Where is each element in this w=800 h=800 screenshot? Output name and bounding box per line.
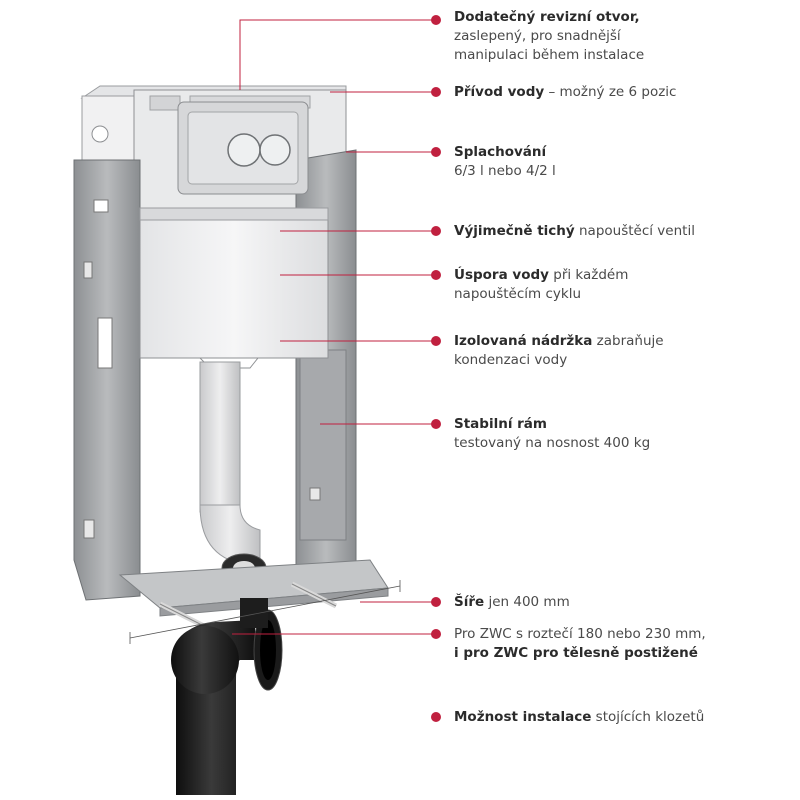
leader-lines (232, 19, 436, 635)
callout-title: Stabilní rám (454, 416, 547, 432)
callout-inspection-opening: Dodatečný revizní otvor, zaslepený, pro … (454, 8, 784, 65)
callout-standing-toilets: Možnost instalace stojících klozetů (454, 708, 784, 727)
dot-icon (431, 226, 441, 236)
dot-icon (431, 270, 441, 280)
callout-title: Úspora vody (454, 267, 549, 283)
callout-title: Přívod vody (454, 84, 545, 100)
dot-icon (431, 87, 441, 97)
callout-flushing: Splachování 6/3 l nebo 4/2 l (454, 143, 784, 181)
callout-zwc-spacing: Pro ZWC s roztečí 180 nebo 230 mm, i pro… (454, 625, 784, 663)
callout-title: Šíře (454, 594, 485, 610)
callout-text: napouštěcí ventil (574, 223, 695, 239)
callout-text: Pro ZWC s roztečí 180 nebo 230 mm, (454, 626, 706, 642)
flush-plate (177, 101, 309, 195)
dot-icon (431, 336, 441, 346)
callout-title: Výjimečně tichý (454, 223, 575, 239)
callout-title: Dodatečný revizní otvor, (454, 9, 640, 25)
callout-text: stojících klozetů (591, 709, 705, 725)
dual-flush-button-icon (227, 133, 291, 167)
flush-tank (139, 207, 329, 369)
callout-title: Izolovaná nádržka (454, 333, 593, 349)
callout-text: – možný ze 6 pozic (544, 84, 677, 100)
callout-title: Možnost instalace (454, 709, 592, 725)
callout-stable-frame: Stabilní rám testovaný na nosnost 400 kg (454, 415, 784, 453)
width-dimension-line (129, 580, 401, 644)
callout-line2: 6/3 l nebo 4/2 l (454, 163, 556, 179)
callout-title: Splachování (454, 144, 547, 160)
callout-line2: zaslepený, pro snadnější (454, 28, 621, 44)
callout-line2: napouštěcím cyklu (454, 286, 581, 302)
dot-icon (431, 15, 441, 25)
drain-bend-pipe (171, 598, 283, 795)
callout-line2: i pro ZWC pro tělesně postižené (454, 645, 698, 661)
dot-icon (431, 147, 441, 157)
callout-line2: kondenzaci vody (454, 352, 568, 368)
callout-width: Šíře jen 400 mm (454, 593, 784, 612)
dot-icon (431, 712, 441, 722)
callout-text: jen 400 mm (484, 594, 570, 610)
callout-text: při každém (548, 267, 629, 283)
callout-line3: manipulaci během instalace (454, 47, 645, 63)
leader-line-1 (239, 19, 436, 90)
callout-water-inlet: Přívod vody – možný ze 6 pozic (454, 83, 784, 102)
callout-text: zabraňuje (592, 333, 664, 349)
callout-line2: testovaný na nosnost 400 kg (454, 435, 651, 451)
dot-icon (431, 419, 441, 429)
callout-water-saving: Úspora vody při každém napouštěcím cyklu (454, 266, 784, 304)
flush-pipe (199, 361, 267, 583)
callout-insulated-tank: Izolovaná nádržka zabraňuje kondenzaci v… (454, 332, 784, 370)
frame-left-upright (73, 159, 141, 601)
dot-icon (431, 629, 441, 639)
dot-icon (431, 597, 441, 607)
callout-quiet-valve: Výjimečně tichý napouštěcí ventil (454, 222, 784, 241)
frame-base (118, 559, 389, 617)
